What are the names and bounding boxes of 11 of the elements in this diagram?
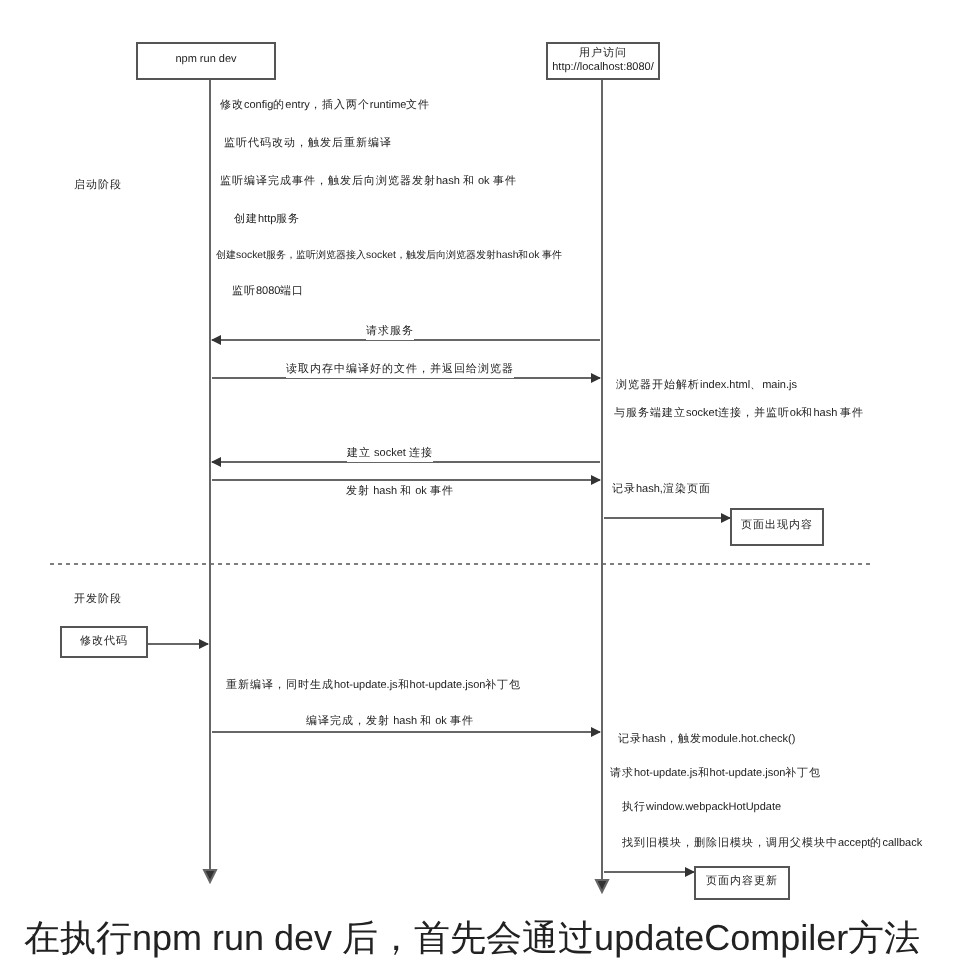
message-arrow bbox=[603, 867, 695, 877]
message-arrow bbox=[211, 335, 601, 345]
message-arrow bbox=[147, 639, 209, 649]
lifeline bbox=[600, 80, 604, 892]
message-arrow bbox=[211, 475, 601, 485]
message-arrow bbox=[211, 727, 601, 737]
caption-text: 在执行npm run dev 后，首先会通过updateCompiler方法 bbox=[24, 916, 921, 960]
lifeline bbox=[208, 80, 212, 882]
message-arrow bbox=[211, 373, 601, 383]
message-arrow bbox=[603, 513, 731, 523]
message-arrow bbox=[211, 457, 601, 467]
